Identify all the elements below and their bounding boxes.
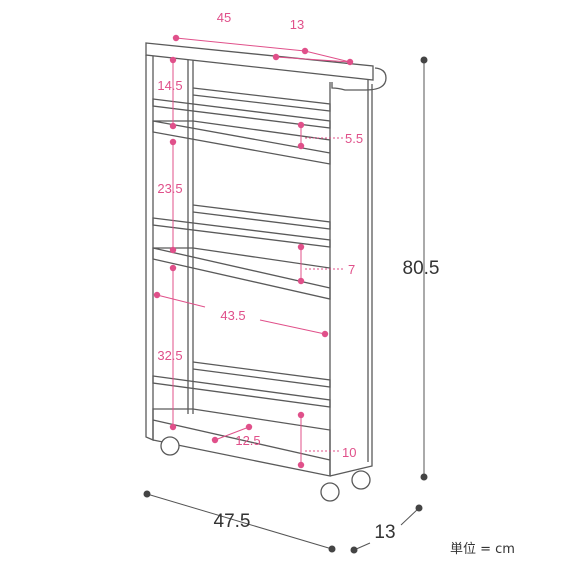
dim-line-43-5-left — [156, 294, 206, 308]
label-rail-gap-middle: 7 — [348, 262, 355, 277]
label-shelf-gap-lower: 32.5 — [157, 348, 182, 363]
label-inner-depth: 12.5 — [235, 433, 260, 448]
overall-dimension-dots — [143, 56, 428, 554]
dim-line-13-top-b — [304, 50, 351, 63]
left-side-panel — [145, 55, 154, 441]
label-overall-depth: 13 — [374, 522, 395, 543]
label-rail-gap-upper: 5.5 — [345, 131, 363, 146]
dim-line-43-5-right — [259, 319, 326, 335]
dim-line-12-5 — [214, 426, 250, 441]
caster-front-left — [160, 436, 180, 456]
caster-back-right — [351, 470, 371, 490]
dim-line-45 — [175, 37, 306, 52]
left-inner-post — [187, 60, 194, 414]
dim-line-13-top — [275, 56, 351, 63]
shelf-1 — [152, 120, 331, 165]
pink-dimension-lines — [156, 37, 351, 465]
label-overall-width: 47.5 — [214, 511, 251, 532]
shelf-2 — [152, 247, 331, 300]
label-top-gap: 14.5 — [157, 78, 182, 93]
dim-line-depth-b — [400, 507, 420, 526]
unit-label: 単位 = cm — [450, 541, 515, 557]
label-top-depth: 13 — [290, 17, 304, 32]
label-rail-height-lower: 10 — [342, 445, 356, 460]
casters — [160, 436, 371, 502]
shelf-unit-outline — [145, 42, 387, 477]
label-inner-width: 43.5 — [220, 308, 245, 323]
label-top-length: 45 — [217, 10, 231, 25]
overall-dimension-lines — [146, 60, 425, 551]
middle-rail — [152, 204, 331, 248]
label-shelf-gap-middle: 23.5 — [157, 181, 182, 196]
dim-line-width — [146, 493, 333, 550]
label-overall-height: 80.5 — [403, 258, 440, 279]
upper-rail — [152, 87, 331, 129]
handle — [331, 67, 387, 91]
pink-dimension-dots — [153, 34, 354, 469]
caster-front-right — [320, 482, 340, 502]
lower-rail — [152, 361, 331, 408]
